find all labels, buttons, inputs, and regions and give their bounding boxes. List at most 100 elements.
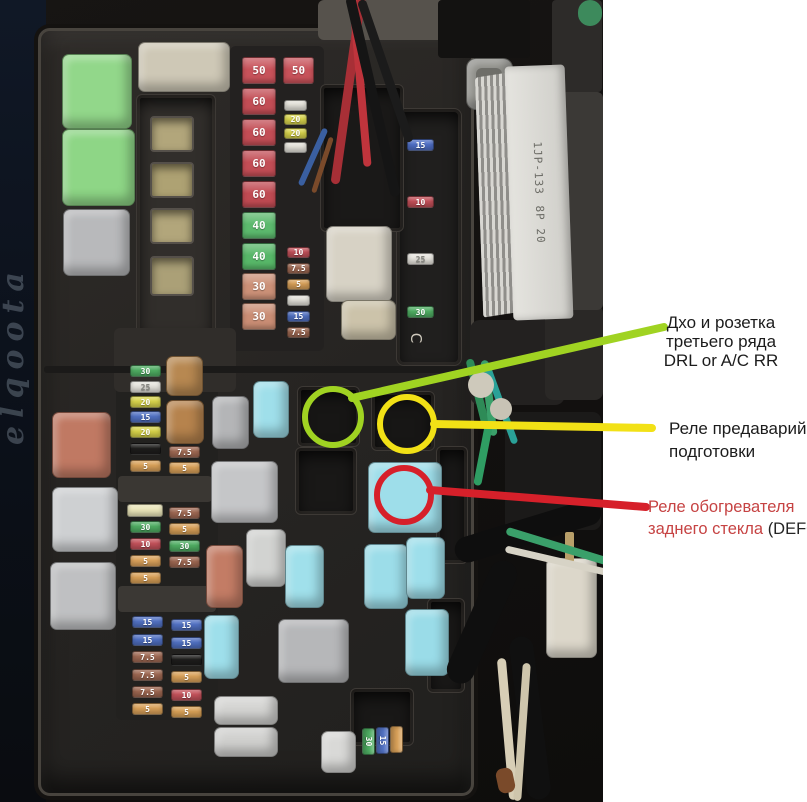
divider <box>118 476 212 502</box>
fuse-15: 15 <box>287 311 310 322</box>
annotation-defog-line2-red: заднего стекла <box>648 520 764 538</box>
defog-relay <box>368 462 442 533</box>
relay-white <box>246 529 286 587</box>
fuse-30: 30 <box>362 728 375 755</box>
relay-salmon <box>206 545 243 608</box>
metal-bracket <box>318 0 446 40</box>
relay-white <box>321 731 356 773</box>
relay-gray <box>278 619 349 683</box>
cover-window <box>150 162 194 198</box>
round-connector <box>468 372 494 398</box>
relay-salmon <box>52 412 111 478</box>
fuse-5: 5 <box>130 572 161 584</box>
fuse-mini <box>284 142 307 153</box>
fuse-7-5: 7.5 <box>169 556 200 568</box>
relay-gray <box>212 396 249 449</box>
divider <box>118 586 216 612</box>
fuse-30: 30 <box>130 365 161 377</box>
relay-white <box>52 487 118 552</box>
annotation-drl-line1: Дхо и розетка <box>666 313 776 332</box>
relay-white <box>214 727 278 757</box>
annotation-drl-line2: третьего ряда <box>665 332 777 351</box>
fuse-30: 30 <box>169 540 200 552</box>
fuse-30: 30 <box>242 273 276 300</box>
fuse-50: 50 <box>242 57 276 84</box>
fuse-5: 5 <box>287 279 310 290</box>
fuse-20: 20 <box>130 396 161 408</box>
relay-green <box>62 129 135 206</box>
fuse-20: 20 <box>284 114 307 125</box>
strip-letter: C <box>407 332 425 344</box>
round-connector <box>490 398 512 420</box>
relay-amber <box>166 356 203 396</box>
relay-gray <box>211 461 278 523</box>
heatsink-plate: 1JP-133 8P 20 <box>504 64 574 321</box>
fuse-15: 15 <box>171 637 202 649</box>
relay-amber <box>166 400 204 444</box>
relay-cyan <box>285 545 324 608</box>
fuse-7-5: 7.5 <box>169 507 200 519</box>
white-connector <box>546 558 597 658</box>
annotation-prep-line1: Реле предаварийной <box>669 419 807 438</box>
fuse-mini <box>284 100 307 111</box>
fuse-empty <box>171 654 202 666</box>
cover-window <box>150 256 194 296</box>
fuse-5: 5 <box>171 671 202 683</box>
fuse-60: 60 <box>242 150 276 177</box>
annotation-defog: Реле обогревателя заднего стекла (DEFOG) <box>648 496 807 540</box>
fuse-10: 10 <box>407 196 434 208</box>
relay-gray <box>63 209 130 276</box>
fuse-10: 10 <box>287 247 310 258</box>
box-seam <box>44 366 464 373</box>
fuse-5: 5 <box>132 703 163 715</box>
fuse-7-5: 7.5 <box>132 686 163 698</box>
annotation-drl: Дхо и розетка третьего ряда DRL or A/C R… <box>650 313 792 370</box>
fuse-60: 60 <box>242 119 276 146</box>
connector-white <box>326 226 392 302</box>
fuse-50: 50 <box>283 57 314 84</box>
cover-window <box>150 208 194 244</box>
relay-green <box>62 54 132 129</box>
fuse-15: 15 <box>376 727 389 754</box>
annotation-defog-line2-black: (DEFOG) <box>767 520 807 538</box>
heatsink-module: 1JP-133 8P 20 <box>474 64 576 321</box>
annotation-prep-line2: подготовки <box>669 442 756 461</box>
fuse-15: 15 <box>407 139 434 151</box>
relay-socket <box>295 447 357 515</box>
fuse-20: 20 <box>284 128 307 139</box>
fuse-20: 20 <box>130 426 161 438</box>
fuse-15: 15 <box>132 616 163 628</box>
fuse-5: 5 <box>130 460 161 472</box>
green-wire <box>473 423 493 487</box>
engine-bay-part <box>438 0 530 58</box>
fuse-30: 30 <box>130 521 161 533</box>
relay-socket-prep <box>371 391 435 451</box>
fuse-60: 60 <box>242 88 276 115</box>
engine-bay-part <box>545 305 603 400</box>
fuse-10: 10 <box>171 689 202 701</box>
fuse-7-5: 7.5 <box>132 669 163 681</box>
fuse-empty <box>130 443 161 455</box>
relay-white <box>214 696 278 725</box>
annotation-prep: Реле предаварийной подготовки <box>669 417 807 463</box>
fuse-5: 5 <box>130 555 161 567</box>
connector-cream <box>341 300 396 340</box>
green-hose <box>578 0 602 26</box>
heatsink-label-code: 8P 20 <box>532 204 548 244</box>
fuse-5: 5 <box>169 523 200 535</box>
annotation-defog-line1: Реле обогревателя <box>648 498 795 516</box>
fuse-7-5: 7.5 <box>169 446 200 458</box>
relay-cyan <box>364 544 408 609</box>
fuse-25: 25 <box>130 381 161 393</box>
fuse-10: 10 <box>130 538 161 550</box>
fuse-30: 30 <box>407 306 434 318</box>
fuse-15: 15 <box>130 411 161 423</box>
fuse-7-5: 7.5 <box>287 327 310 338</box>
fuse-25: 25 <box>407 253 434 265</box>
relay-cyan <box>253 381 289 438</box>
fuse-mini <box>287 295 310 306</box>
fuse-5: 5 <box>169 462 200 474</box>
fuse-mini <box>390 726 403 753</box>
